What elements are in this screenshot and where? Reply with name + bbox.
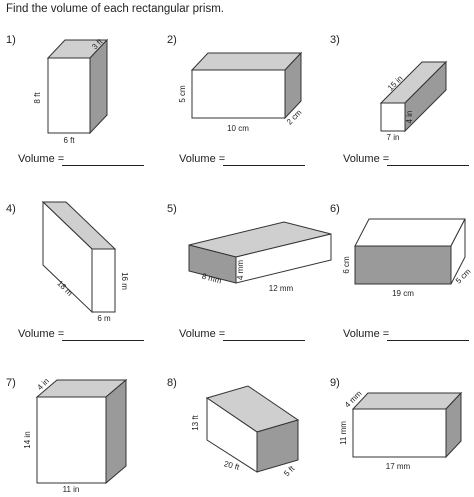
problem-number: 5) (167, 203, 177, 215)
answer-line[interactable] (62, 340, 144, 341)
dimension-label: 4 in (405, 111, 414, 124)
volume-label: Volume = (343, 328, 390, 340)
answer-line[interactable] (223, 165, 305, 166)
problem-number: 4) (6, 203, 16, 215)
volume-answer-1[interactable]: Volume = (18, 153, 144, 166)
worksheet-title: Find the volume of each rectangular pris… (6, 3, 224, 15)
dimension-label: 8 ft (33, 92, 42, 104)
volume-answer-3[interactable]: Volume = (343, 153, 469, 166)
answer-line[interactable] (62, 165, 144, 166)
prism-7: 4 in 14 in 11 in (23, 376, 128, 494)
volume-answer-5[interactable]: Volume = (179, 328, 305, 341)
problem-number: 8) (167, 377, 177, 389)
prism-3: 15 in 4 in 7 in (379, 60, 448, 142)
dimension-label: 4 mm (236, 260, 245, 280)
dimension-label: 11 mm (339, 421, 348, 445)
dimension-label: 13 ft (191, 414, 200, 430)
volume-answer-6[interactable]: Volume = (343, 328, 469, 341)
dimension-label: 19 cm (392, 289, 414, 298)
answer-line[interactable] (387, 340, 469, 341)
answer-line[interactable] (387, 165, 469, 166)
problem-number: 7) (6, 377, 16, 389)
dimension-label: 10 cm (227, 124, 249, 133)
prism-8: 13 ft 20 ft 5 ft (191, 385, 300, 479)
problem-number: 1) (6, 34, 16, 46)
volume-label: Volume = (18, 328, 65, 340)
dimension-label: 11 in (63, 485, 80, 494)
dimension-label: 5 cm (178, 85, 187, 103)
dimension-label: 6 m (97, 314, 111, 323)
answer-line[interactable] (223, 340, 305, 341)
prism-5: 8 mm 4 mm 12 mm (188, 221, 332, 293)
volume-label: Volume = (343, 153, 390, 165)
dimension-label: 12 mm (269, 284, 294, 293)
dimension-label: 7 in (387, 133, 400, 142)
volume-label: Volume = (179, 328, 226, 340)
volume-label: Volume = (18, 153, 65, 165)
dimension-label: 14 in (23, 431, 32, 448)
problem-number: 3) (330, 34, 340, 46)
volume-label: Volume = (179, 153, 226, 165)
dimension-label: 6 ft (63, 136, 75, 145)
problem-number: 2) (167, 34, 177, 46)
prism-2: 5 cm 10 cm 2 cm (178, 51, 304, 133)
problem-number: 9) (330, 377, 340, 389)
problem-number: 6) (330, 203, 340, 215)
dimension-label: 16 m (120, 272, 129, 290)
dimension-label: 20 ft (223, 459, 241, 472)
volume-answer-2[interactable]: Volume = (179, 153, 305, 166)
prism-6: 6 cm 19 cm 5 cm (342, 218, 473, 298)
dimension-label: 17 mm (386, 462, 411, 471)
dimension-label: 5 ft (282, 464, 297, 479)
dimension-label: 6 cm (342, 256, 351, 274)
prism-9: 4 mm 11 mm 17 mm (339, 389, 463, 471)
prism-1: 8 ft 6 ft 3 ft (33, 37, 109, 145)
volume-answer-4[interactable]: Volume = (18, 328, 144, 341)
prism-4: 18 m 16 m 6 m (41, 200, 129, 323)
